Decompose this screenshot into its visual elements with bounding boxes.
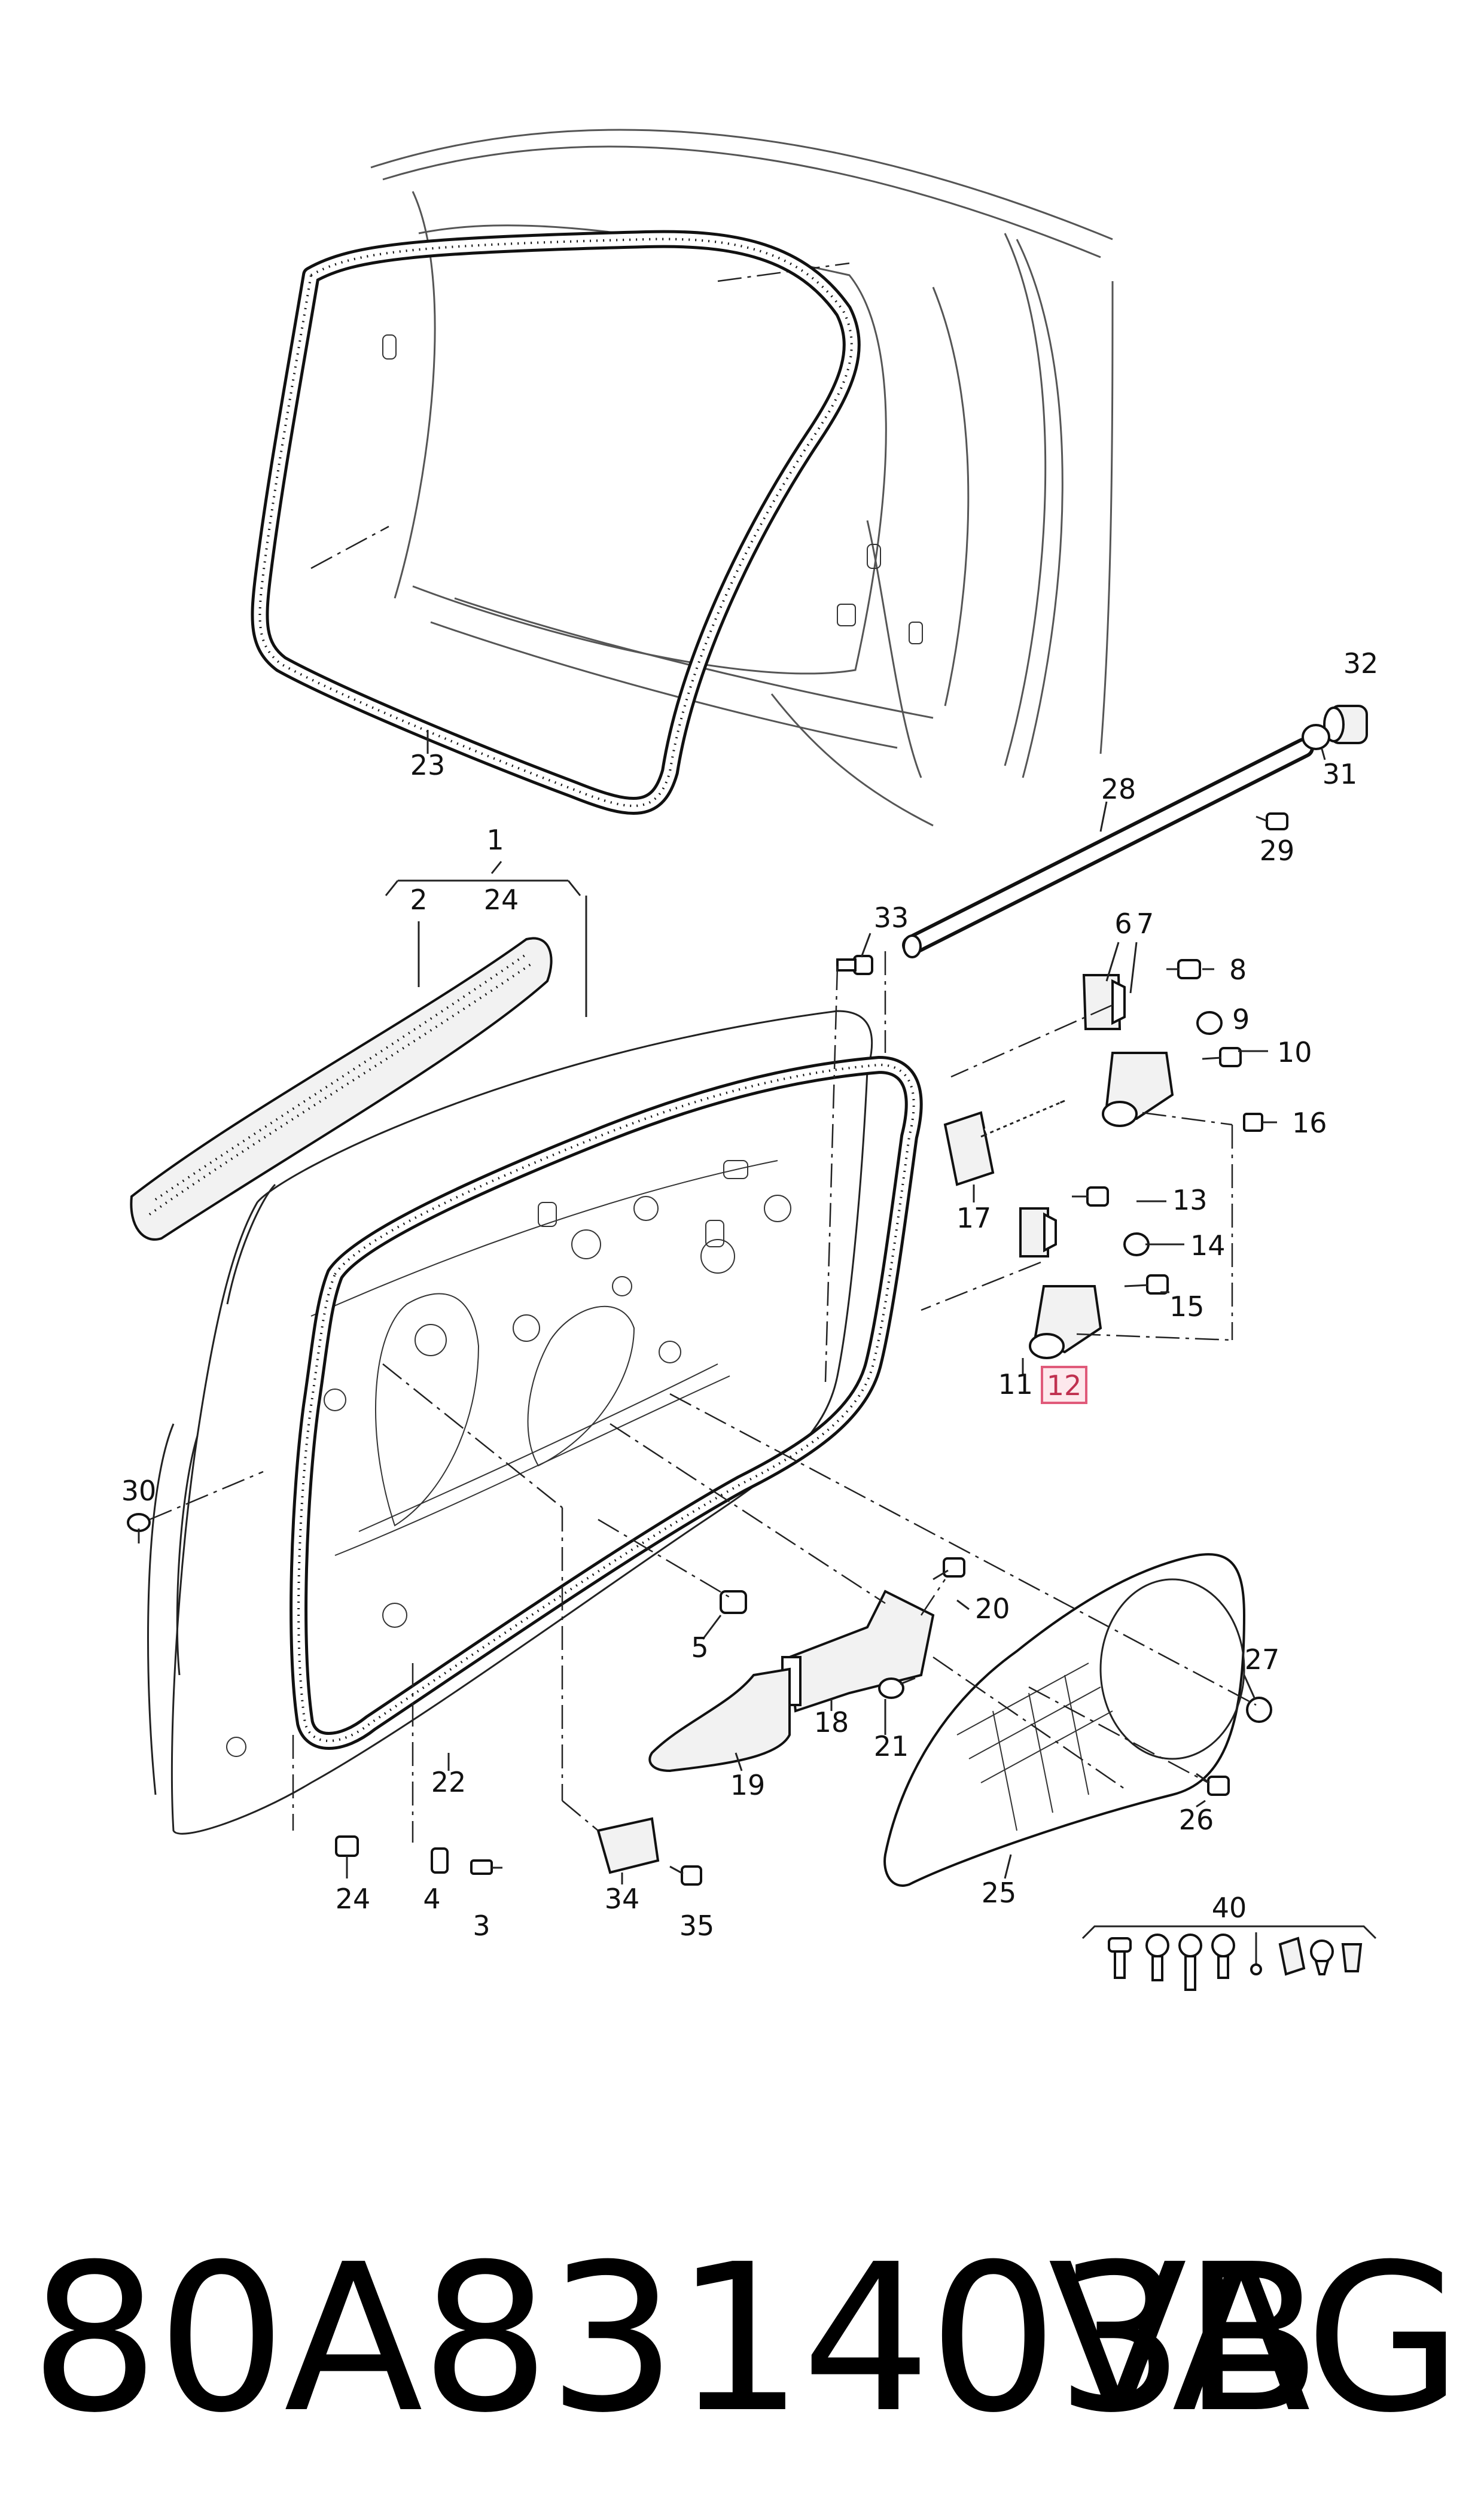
bolt-33 xyxy=(836,955,873,975)
bolt-35 xyxy=(669,1865,702,1886)
door-check-rod-28 xyxy=(902,738,1314,958)
parts-diagram: 1 2 24 23 33 6 7 8 9 10 16 32 28 31 29 1… xyxy=(121,129,1379,1991)
callout-16: 16 xyxy=(1292,1107,1327,1139)
bolt-5 xyxy=(720,1590,747,1614)
car-body-outline xyxy=(310,129,1114,827)
callout-28: 28 xyxy=(1101,773,1136,805)
callout-8: 8 xyxy=(1229,954,1247,986)
lower-hinge xyxy=(1019,1186,1169,1359)
callout-6: 6 xyxy=(1114,908,1132,940)
screw-26 xyxy=(1196,1773,1230,1796)
screw-21 xyxy=(878,1677,916,1699)
callout-21: 21 xyxy=(874,1730,909,1762)
callout-12-highlight xyxy=(1041,1366,1087,1404)
callout-12: 12 xyxy=(1047,1369,1082,1402)
callout-31: 31 xyxy=(1323,758,1358,790)
callout-7: 7 xyxy=(1136,908,1154,940)
door-shell xyxy=(147,1010,873,1835)
callout-labels: 1 2 24 23 33 6 7 8 9 10 16 32 28 31 29 1… xyxy=(121,647,1379,1942)
callout-1: 1 xyxy=(486,824,504,856)
callout-20: 20 xyxy=(975,1593,1010,1625)
footer: 80A831403B VAG xyxy=(0,2213,1484,2465)
handle-carrier-19 xyxy=(648,1667,791,1773)
callout-27: 27 xyxy=(1245,1643,1280,1676)
body-door-seal-23 xyxy=(251,230,861,815)
callout-18: 18 xyxy=(814,1706,849,1738)
screw-30 xyxy=(127,1513,151,1543)
callout-25: 25 xyxy=(982,1877,1017,1909)
callout-32: 32 xyxy=(1343,647,1379,680)
bracket-34 xyxy=(596,1817,660,1874)
callout-3: 3 xyxy=(473,1910,490,1942)
bolt-3 xyxy=(470,1859,502,1875)
callout-9: 9 xyxy=(1232,1003,1250,1036)
callout-15: 15 xyxy=(1169,1290,1205,1323)
callout-29: 29 xyxy=(1260,835,1295,867)
screw-29 xyxy=(1256,812,1288,830)
door-seal-22 xyxy=(290,1056,923,1750)
fastener-kit-40 xyxy=(1081,1925,1377,1991)
callout-2: 2 xyxy=(410,884,427,916)
callout-23: 23 xyxy=(410,749,446,781)
callout-10: 10 xyxy=(1277,1036,1312,1068)
bushing-31 xyxy=(1302,724,1330,750)
callout-30: 30 xyxy=(121,1475,157,1507)
callout-40: 40 xyxy=(1212,1892,1247,1924)
grommet-32 xyxy=(1323,705,1368,744)
bolt-24 xyxy=(335,1835,359,1878)
callout-leaders xyxy=(385,730,1326,1884)
callout-33: 33 xyxy=(874,902,909,934)
callout-14: 14 xyxy=(1190,1229,1226,1262)
callout-22: 22 xyxy=(431,1766,467,1798)
door-check-spring-17 xyxy=(943,1096,1065,1186)
callout-17: 17 xyxy=(956,1202,992,1234)
upper-hinge xyxy=(1082,959,1263,1132)
bracket-18 xyxy=(781,1590,935,1713)
callout-26: 26 xyxy=(1179,1804,1214,1836)
screw-20 xyxy=(933,1557,965,1581)
callout-11: 11 xyxy=(998,1368,1033,1400)
cover-plate-25 xyxy=(883,1553,1246,1887)
callout-19: 19 xyxy=(730,1769,766,1801)
pin-4 xyxy=(431,1847,449,1874)
window-trim-strip xyxy=(130,937,553,1241)
nut-27 xyxy=(1246,1697,1272,1723)
callout-34: 34 xyxy=(605,1883,640,1915)
callout-24-bottom: 24 xyxy=(336,1883,371,1915)
callout-35: 35 xyxy=(679,1910,715,1942)
callout-5: 5 xyxy=(691,1631,708,1664)
brand-name: VAG xyxy=(1048,2221,1462,2458)
callout-13: 13 xyxy=(1172,1184,1208,1216)
callout-24-top: 24 xyxy=(484,884,519,916)
callout-4: 4 xyxy=(423,1883,440,1915)
assembly-leader-lines xyxy=(149,951,1257,1843)
part-number: 80A831403B xyxy=(30,2221,1322,2458)
